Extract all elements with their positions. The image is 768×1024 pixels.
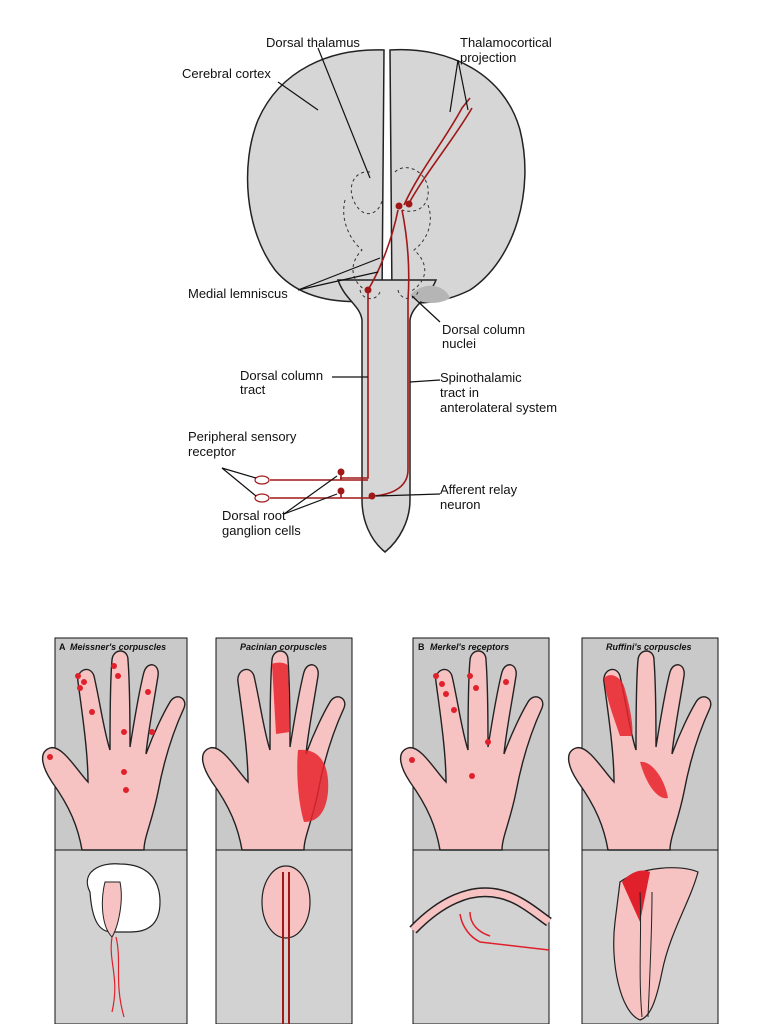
label-drg-1: Dorsal root [222,508,286,523]
ruffini-thumb-field [604,675,633,736]
merkel-receptor-dots [409,673,509,779]
panel-title-ruffini: Ruffini's corpuscles [606,642,692,652]
label-afferent-relay-2: neuron [440,497,480,512]
thalamic-neuron-right [405,200,413,208]
ruffini-corpuscle-illustration [613,867,699,1021]
brainstem-spinal-cord [336,279,438,553]
label-peripheral-receptor-2: receptor [188,444,236,459]
panel-meissners-corpuscles: A Meissner's corpuscles [41,637,188,1024]
medial-lemniscus-path [367,209,399,291]
meissner-receptor-dots [47,663,155,793]
label-spinothalamic-1: Spinothalamic [440,370,522,385]
label-dorsal-column-tract-2: tract [240,382,266,397]
label-peripheral-receptor-1: Peripheral sensory [188,429,297,444]
right-hemisphere [389,48,526,304]
thalamic-neuron-left [395,202,403,210]
spinothalamic-tract-path [371,209,410,497]
right-dorsal-column-nucleus-outline [397,289,419,299]
label-dorsal-column-tract-1: Dorsal column [240,368,323,383]
panel-title-meissner: Meissner's corpuscles [70,642,166,652]
label-spinothalamic-2: tract in [440,385,479,400]
pacinian-corpuscle-illustration [261,865,311,1024]
group-letter-a: A [59,642,66,652]
somatosensory-pathway-diagram: Cerebral cortex Dorsal thalamus Thalamoc… [182,35,557,553]
label-thalamocortical-2: projection [460,50,516,65]
thalamocortical-projection-path [403,97,471,206]
panel-ruffinis-corpuscles: Ruffini's corpuscles [567,637,719,1024]
label-dorsal-column-nuclei-2: nuclei [442,336,476,351]
thalamocortical-projection-path-2 [407,107,473,206]
label-dorsal-thalamus: Dorsal thalamus [266,35,360,50]
left-thalamus-outline [350,171,383,215]
cerebellum-shadow [410,285,450,303]
panel-merkels-receptors: B Merkel's receptors [399,637,552,1024]
group-letter-b: B [418,642,425,652]
panel-title-pacinian: Pacinian corpuscles [240,642,327,652]
merkel-receptor-illustration [409,887,552,951]
mechanoreceptor-panels: A Meissner's corpuscles Pacinian corpusc… [41,637,719,1024]
label-medial-lemniscus: Medial lemniscus [188,286,288,301]
left-midbrain-outline [343,199,369,293]
right-thalamus-outline [394,167,429,212]
right-midbrain-outline [409,204,431,293]
label-thalamocortical-1: Thalamocortical [460,35,552,50]
panel-title-merkel: Merkel's receptors [430,642,509,652]
afferent-relay-neuron [368,492,376,500]
label-afferent-relay-1: Afferent relay [440,482,518,497]
pacinian-finger-field [272,662,290,734]
peripheral-receptor-lower [254,493,270,503]
meissner-corpuscle-illustration [86,863,161,1018]
label-drg-2: ganglion cells [222,523,301,538]
panel-pacinian-corpuscles: Pacinian corpuscles [201,637,353,1024]
left-dorsal-column-nucleus-outline [359,289,381,299]
label-cerebral-cortex: Cerebral cortex [182,66,271,81]
label-dorsal-column-nuclei-1: Dorsal column [442,322,525,337]
dorsal-column-nucleus-neuron [364,286,372,294]
dorsal-column-tract-path [340,292,369,479]
pacinian-palm-field [297,749,329,822]
dorsal-root-ganglion-cell-lower [337,487,345,495]
label-spinothalamic-3: anterolateral system [440,400,557,415]
peripheral-receptor-upper [254,475,270,485]
dorsal-root-ganglion-cell-upper [337,468,345,476]
ruffini-palm-field [640,761,668,799]
left-hemisphere [246,49,385,303]
